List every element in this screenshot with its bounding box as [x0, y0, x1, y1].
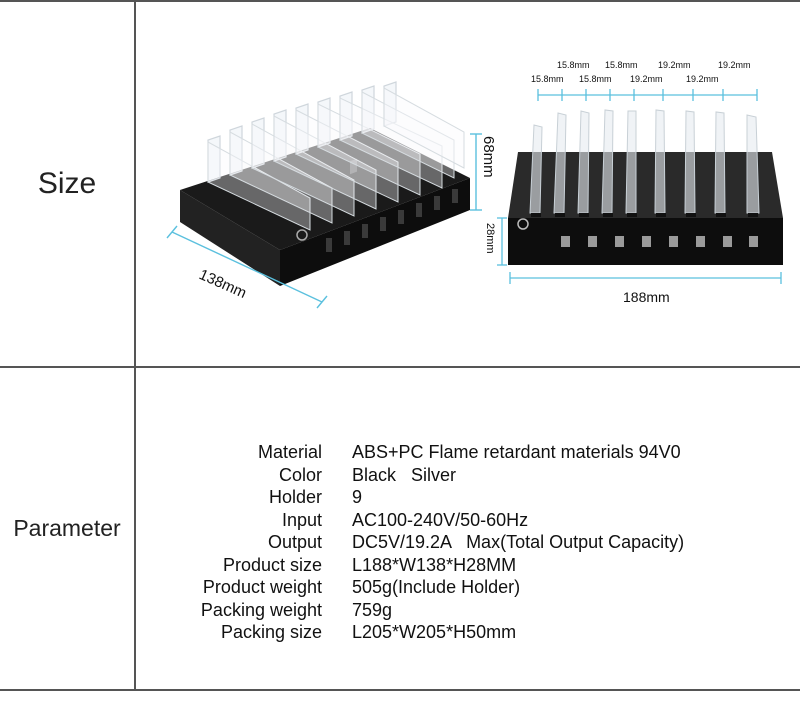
power-button-icon	[296, 229, 308, 241]
angled-product-view: 138mm 68mm	[166, 81, 497, 309]
svg-text:15.8mm: 15.8mm	[605, 60, 638, 70]
table-column-divider	[134, 0, 136, 691]
size-row-header: Size	[0, 2, 134, 366]
param-row-color: Color Black Silver	[150, 464, 790, 487]
param-value: L205*W205*H50mm	[352, 622, 517, 643]
front-ports	[326, 189, 458, 252]
width-dimension-line	[171, 231, 323, 303]
charger-body-front	[280, 178, 470, 286]
charger-top-surface	[508, 152, 783, 218]
param-value: 759g	[352, 599, 393, 620]
param-value: DC5V/19.2A Max(Total Output Capacity)	[352, 532, 685, 553]
width-dimension-label: 138mm	[196, 266, 249, 302]
param-key: Product weight	[202, 577, 322, 598]
param-row-packing-size: Packing size L205*W205*H50mm	[150, 621, 790, 644]
param-row-product-size: Product size L188*W138*H28MM	[150, 554, 790, 577]
param-value: 505g(Include Holder)	[352, 577, 521, 598]
svg-text:19.2mm: 19.2mm	[718, 60, 751, 70]
charger-body-side	[180, 190, 280, 286]
parameter-row-header: Parameter	[0, 368, 134, 689]
holder-slots	[531, 213, 758, 217]
param-key: Material	[257, 442, 322, 463]
parameter-label: Parameter	[13, 515, 121, 541]
charger-body-top	[180, 128, 470, 250]
spacing-ticks	[537, 89, 758, 101]
height-dimension-label: 28mm	[484, 223, 496, 254]
param-row-packing-weight: Packing weight 759g	[150, 599, 790, 622]
table-row-divider	[0, 366, 800, 368]
svg-text:15.8mm: 15.8mm	[531, 74, 564, 84]
param-row-material: Material ABS+PC Flame retardant materials…	[150, 441, 790, 464]
table-bottom-border	[0, 689, 800, 691]
svg-text:19.2mm: 19.2mm	[630, 74, 663, 84]
length-dimension-label: 188mm	[623, 289, 670, 305]
param-key: Packing size	[220, 622, 322, 643]
power-button-icon	[517, 218, 529, 230]
svg-text:19.2mm: 19.2mm	[658, 60, 691, 70]
front-product-view: 15.8mm 15.8mm 19.2mm 19.2mm 15.8mm 15.8m…	[484, 60, 783, 305]
param-value: 9	[352, 487, 363, 508]
svg-text:15.8mm: 15.8mm	[579, 74, 612, 84]
param-key: Product size	[222, 554, 322, 575]
param-row-input: Input AC100-240V/50-60Hz	[150, 509, 790, 532]
param-value: ABS+PC Flame retardant materials 94V0	[352, 442, 681, 463]
holder-fronts	[207, 87, 465, 231]
param-value: AC100-240V/50-60Hz	[352, 509, 529, 530]
param-key: Input	[281, 509, 322, 530]
param-key: Color	[278, 464, 322, 485]
param-row-output: Output DC5V/19.2A Max(Total Output Capaci…	[150, 531, 790, 554]
svg-text:15.8mm: 15.8mm	[557, 60, 590, 70]
param-row-holder: Holder 9	[150, 486, 790, 509]
param-row-product-weight: Product weight 505g(Include Holder)	[150, 576, 790, 599]
param-key: Output	[267, 532, 322, 553]
param-value: Black Silver	[352, 464, 457, 485]
holder-spacing-labels: 15.8mm 15.8mm 19.2mm 19.2mm 15.8mm 15.8m…	[531, 60, 751, 84]
svg-text:19.2mm: 19.2mm	[686, 74, 719, 84]
size-label: Size	[37, 167, 97, 200]
parameter-list: Material ABS+PC Flame retardant materials…	[150, 441, 790, 644]
param-value: L188*W138*H28MM	[352, 554, 517, 575]
height-dimension-label: 68mm	[480, 136, 497, 178]
param-key: Holder	[268, 487, 322, 508]
table-top-border	[0, 0, 800, 2]
front-usb-ports	[561, 236, 758, 247]
param-key: Packing weight	[200, 599, 322, 620]
